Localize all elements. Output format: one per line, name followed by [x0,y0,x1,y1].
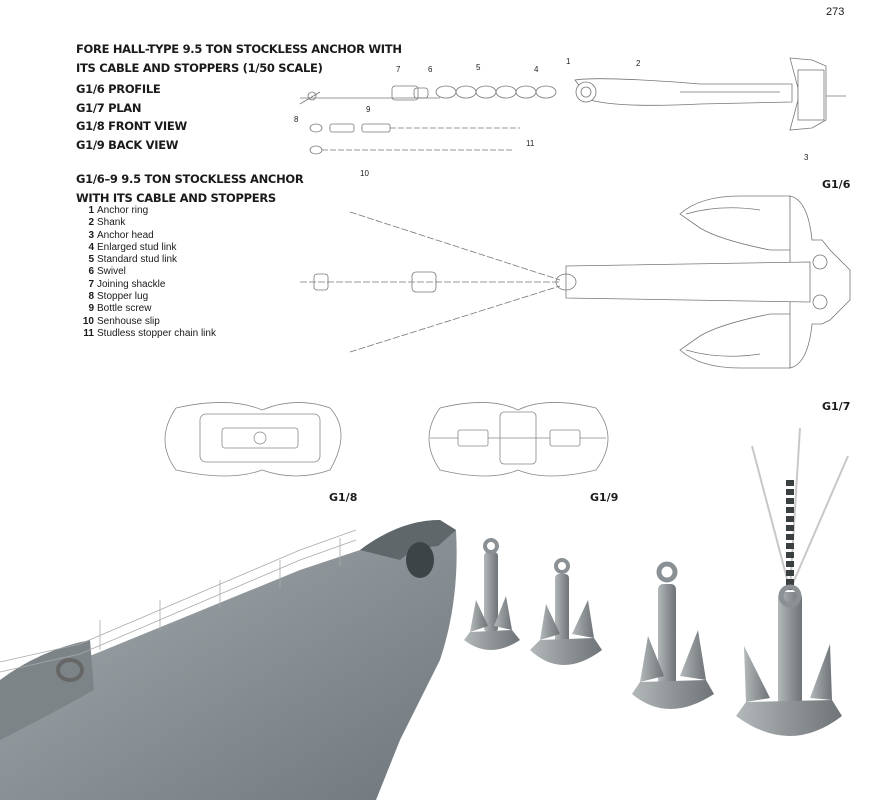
legend-number: 6 [88,266,94,278]
legend-number: 5 [88,254,94,266]
callout-2: 2 [636,59,641,68]
callout-8: 8 [294,115,299,124]
plate-title: FORE HALL-TYPE 9.5 TON STOCKLESS ANCHOR … [76,40,402,78]
plate-title-line-1: FORE HALL-TYPE 9.5 TON STOCKLESS ANCHOR … [76,42,402,56]
back-view-drawing [428,402,609,477]
callout-3: 3 [804,153,809,162]
legend-number: 3 [88,229,94,241]
legend-caption-line-1: G1/6–9 9.5 TON STOCKLESS ANCHOR [76,172,304,186]
figure-label-g1-6: G1/6 [822,178,851,191]
figure-list-item: G1/6 PROFILE [76,82,161,96]
anchor-render-3 [632,561,714,709]
figure-label-g1-9: G1/9 [590,491,619,504]
legend-number: 1 [88,205,94,216]
page-number: 273 [826,6,845,18]
figure-list-item: G1/9 BACK VIEW [76,137,179,152]
legend-text: Bottle screw [97,303,152,315]
callout-7: 7 [396,65,401,74]
figure-list-item: G1/7 PLAN [76,100,142,115]
legend-caption-line-2: WITH ITS CABLE AND STOPPERS [76,191,276,205]
legend-text: Joining shackle [97,278,166,290]
legend-text: Anchor head [97,229,154,241]
callout-6: 6 [428,65,433,74]
legend-text: Enlarged stud link [97,241,177,253]
legend-text: Standard stud link [97,254,178,266]
legend-number: 11 [83,327,94,339]
legend-text: Shank [97,217,126,229]
legend-text: Senhouse slip [97,315,160,327]
ship-bow-render [0,520,457,800]
plan-drawing [300,195,851,369]
callout-1: 1 [566,57,571,66]
legend-number: 10 [82,315,94,327]
legend-number: 4 [88,241,94,253]
callout-11: 11 [526,139,535,148]
legend-text: Swivel [97,266,126,278]
figure-list-item: G1/8 FRONT VIEW [76,119,187,133]
figure-label-g1-7: G1/7 [822,400,851,413]
figure-list: G1/6 PROFILE G1/7 PLAN G1/8 FRONT VIEW G… [76,80,187,154]
plate-title-line-2: ITS CABLE AND STOPPERS (1/50 SCALE) [76,61,323,75]
callout-9: 9 [366,105,371,114]
legend-number: 8 [88,291,94,303]
legend-text: Studless stopper chain link [97,327,216,339]
legend-number: 2 [88,217,94,229]
anchor-render-4 [736,427,849,736]
callout-5: 5 [476,63,481,72]
anchor-render-1 [464,538,520,650]
front-view-drawing [164,402,342,477]
profile-callouts: 1 2 3 4 5 6 7 8 9 10 11 [294,57,809,178]
callout-10: 10 [360,169,369,178]
anchor-render-2 [530,558,602,665]
legend-text: Stopper lug [97,291,149,303]
legend-number: 9 [88,303,94,315]
legend-number: 7 [88,278,94,290]
callout-4: 4 [534,65,539,74]
figure-label-g1-8: G1/8 [329,491,358,504]
legend-text: Anchor ring [97,205,149,216]
legend-caption: G1/6–9 9.5 TON STOCKLESS ANCHOR WITH ITS… [76,170,304,208]
profile-drawing [299,57,846,155]
